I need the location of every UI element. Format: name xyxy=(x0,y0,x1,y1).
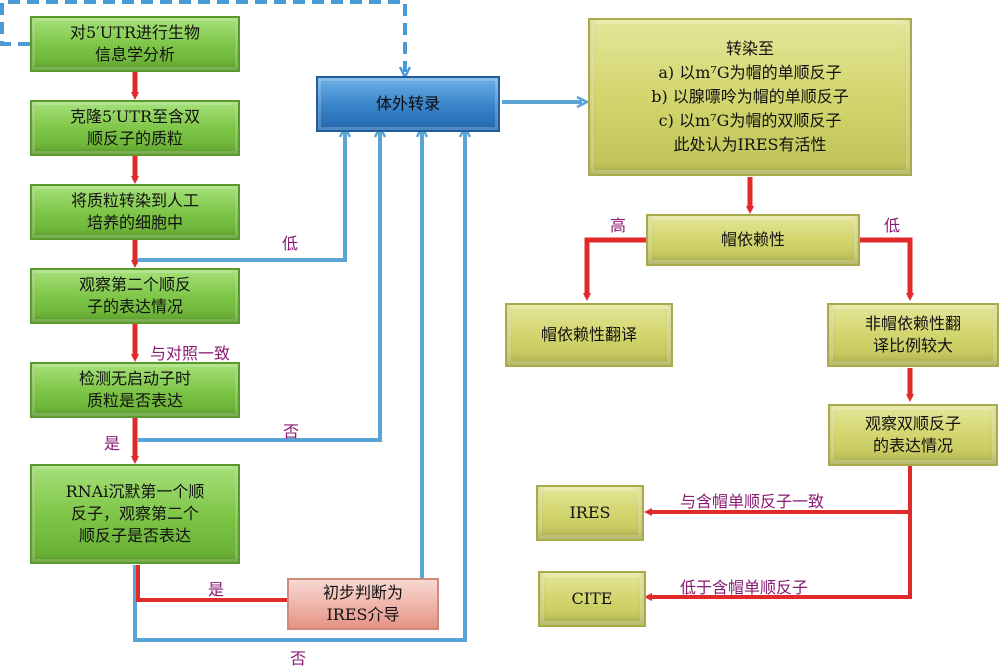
cite-result-text: CITE xyxy=(571,589,613,608)
arrow-high-branch xyxy=(583,237,648,301)
label-consistent-cap: 与含帽单顺反子一致 xyxy=(680,492,825,511)
step6-text: RNAi沉默第一个顺 反子，观察第二个 顺反子是否表达 xyxy=(65,482,205,545)
step-rnai-silencing: RNAi沉默第一个顺 反子，观察第二个 顺反子是否表达 xyxy=(30,464,240,564)
step-bioinformatics-analysis: 对5′UTR进行生物 信息学分析 xyxy=(30,16,240,72)
cap-translation-text: 帽依赖性翻译 xyxy=(540,325,637,344)
arrow-low-branch xyxy=(860,237,914,301)
label-high: 高 xyxy=(610,216,627,235)
observe-bicistronic-box: 观察双顺反子 的表达情况 xyxy=(828,404,998,466)
dashed-loop-connector xyxy=(0,0,405,72)
label-yes-rnai: 是 xyxy=(208,580,225,599)
cap-dependency-text: 帽依赖性 xyxy=(720,230,785,249)
transfect-note: 此处认为IRES有活性 xyxy=(673,135,827,154)
step-clone-utr: 克隆5′UTR至含双 顺反子的质粒 xyxy=(30,100,240,156)
label-yes-promoter: 是 xyxy=(104,434,121,453)
label-no-promoter: 否 xyxy=(283,422,300,441)
step-promoterless-check: 检测无启动子时 质粒是否表达 xyxy=(30,362,240,418)
step5-text: 检测无启动子时 质粒是否表达 xyxy=(78,369,191,410)
ires-result-text: IRES xyxy=(569,503,611,522)
cap-dependency-box: 帽依赖性 xyxy=(646,214,860,266)
blue-line-no-promoter xyxy=(138,132,380,442)
arrow-to-cite xyxy=(644,512,912,601)
transfect-item-a: a) 以m⁷G为帽的单顺反子 xyxy=(658,63,842,82)
in-vitro-transcription-box: 体外转录 xyxy=(316,76,500,132)
ires-result-box: IRES xyxy=(536,485,644,541)
ires-prelim-text: 初步判断为 IRES介导 xyxy=(322,583,403,624)
step-observe-second-cistron: 观察第二个顺反 子的表达情况 xyxy=(30,268,240,324)
cite-result-box: CITE xyxy=(538,571,646,627)
label-low-left: 低 xyxy=(282,234,299,253)
label-low-right: 低 xyxy=(884,216,901,235)
transfect-item-c: c) 以m⁷G为帽的双顺反子 xyxy=(658,111,842,130)
step-transfect-cells: 将质粒转染到人工 培养的细胞中 xyxy=(30,184,240,240)
step4-text: 观察第二个顺反 子的表达情况 xyxy=(78,275,191,316)
label-no-rnai: 否 xyxy=(290,649,307,668)
transfect-title: 转染至 xyxy=(725,39,774,58)
label-consistent-control: 与对照一致 xyxy=(150,344,231,363)
transfection-box: 转染至 a) 以m⁷G为帽的单顺反子 b) 以腺嘌呤为帽的单顺反子 c) 以m⁷… xyxy=(588,18,912,176)
cap-dependent-translation-box: 帽依赖性翻译 xyxy=(505,303,673,367)
observe-bicistronic-text: 观察双顺反子 的表达情况 xyxy=(864,414,961,455)
blue-line-low xyxy=(138,132,345,262)
step3-text: 将质粒转染到人工 培养的细胞中 xyxy=(70,191,199,232)
non-cap-translation-box: 非帽依赖性翻 译比例较大 xyxy=(827,303,999,367)
blue-line-no-rnai xyxy=(133,132,465,642)
step1-text: 对5′UTR进行生物 信息学分析 xyxy=(69,23,201,64)
step2-text: 克隆5′UTR至含双 顺反子的质粒 xyxy=(69,107,201,148)
non-cap-translation-text: 非帽依赖性翻 译比例较大 xyxy=(864,314,961,355)
in-vitro-text: 体外转录 xyxy=(375,94,440,113)
ires-prelim-box: 初步判断为 IRES介导 xyxy=(287,578,439,630)
red-line-yes-rnai xyxy=(136,565,287,602)
transfect-item-b: b) 以腺嘌呤为帽的单顺反子 xyxy=(651,87,849,106)
label-lower-cap: 低于含帽单顺反子 xyxy=(680,578,809,597)
